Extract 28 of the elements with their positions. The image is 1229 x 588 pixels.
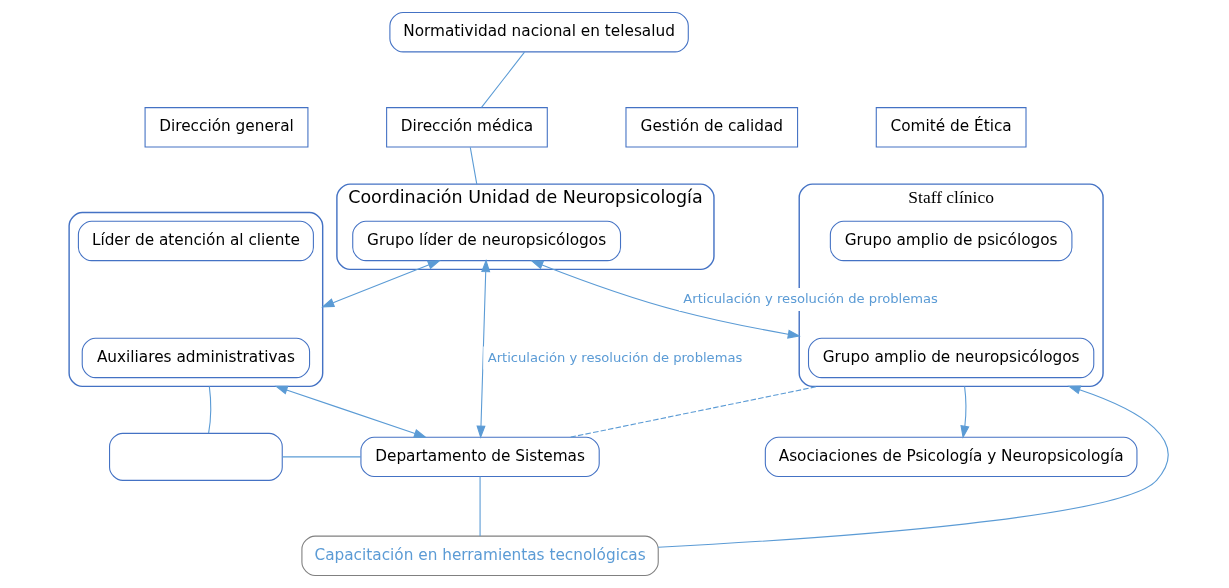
node-box: Auxiliares administrativas <box>81 337 311 379</box>
node-box: Normatividad nacional en telesalud <box>389 12 689 53</box>
node-box: Departamento de Sistemas <box>360 436 600 478</box>
arrow <box>476 259 491 439</box>
node-box: Dirección general <box>144 107 309 148</box>
connector <box>479 476 481 537</box>
node-box: Grupo amplio de psicólogos <box>829 220 1073 262</box>
arrow <box>530 260 801 339</box>
connector <box>281 456 362 458</box>
arrow <box>657 385 1169 548</box>
node-box: Capacitación en herramientas tecnológicas <box>301 535 659 576</box>
connector <box>570 385 819 438</box>
arrow <box>321 260 441 308</box>
node-box: Grupo amplio de neuropsicólogos <box>807 337 1095 379</box>
node-box: Dirección médica <box>386 107 548 148</box>
node-box: Grupo líder de neuropsicólogos <box>352 220 622 262</box>
node-box: Asociaciones de Psicología y Neuropsicología <box>764 436 1138 478</box>
connector <box>208 385 212 434</box>
node-box <box>109 432 283 481</box>
edge-label: Articulación y resolución de problemas <box>487 349 743 365</box>
cluster <box>68 211 324 388</box>
connector <box>469 146 478 185</box>
connector <box>481 51 526 108</box>
arrow <box>274 385 427 438</box>
node-box: Líder de atención al cliente <box>77 220 314 262</box>
arrow <box>960 385 970 439</box>
node-box: Gestión de calidad <box>625 107 799 148</box>
node-box: Comité de Ética <box>875 107 1027 148</box>
